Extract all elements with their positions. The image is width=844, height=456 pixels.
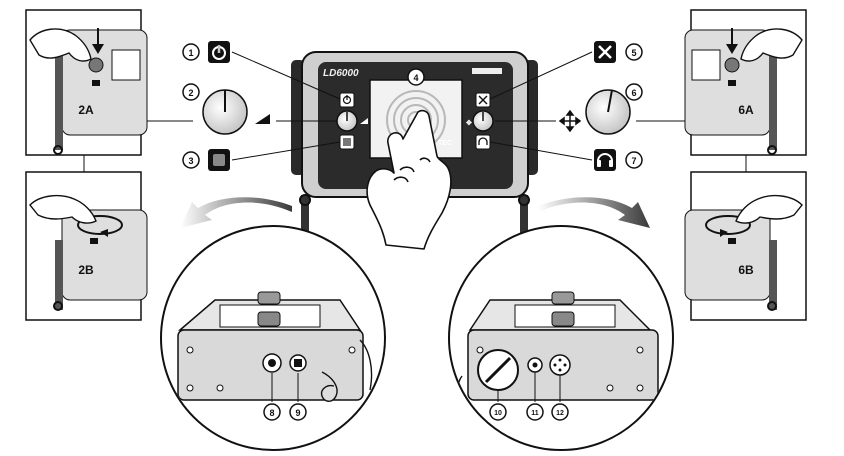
callout-10: 10 [494,410,502,417]
headphones-icon [597,153,613,167]
callout-12: 12 [556,410,564,417]
inset-label-6A: 6A [738,103,754,117]
inset-bottom-right: 6B [684,171,807,321]
callouts-right: 5 6 7 [489,41,762,171]
callout-1: 1 [188,48,193,58]
inset-label-2B: 2B [78,263,94,277]
callout-7: 7 [631,156,636,166]
callouts-left: 1 2 3 [85,41,341,171]
power-icon [212,45,226,60]
inset-bottom-left: 2B [25,171,148,321]
left-strap [301,195,309,255]
four-way-arrow-icon [558,109,582,133]
callout-9: 9 [295,408,300,418]
callout-3: 3 [188,156,193,166]
curved-arrow-right [538,197,650,228]
brand-badge [472,68,502,74]
callout-5: 5 [631,48,636,58]
callout-6: 6 [631,88,636,98]
multi-pin-connector[interactable] [549,354,571,376]
port-cap [320,371,338,402]
device-pan-icon: ✥ [466,119,472,127]
detail-circle-right: 10 11 12 [448,225,674,451]
callout-2: 2 [188,88,193,98]
square-button-icon [213,154,225,166]
pointing-hand [366,109,452,250]
callout-4: 4 [413,73,418,83]
inset-label-6B: 6B [738,263,754,277]
volume-wedge-icon [255,114,270,124]
device-volume-wedge-icon [360,118,368,124]
rotate-arrow-icon-right [705,215,751,235]
device-logo: TEC [438,140,452,147]
callout-11: 11 [531,410,539,417]
right-strap [520,195,528,255]
rotate-arrow-icon [77,215,123,235]
close-x-icon [598,45,612,59]
device-brand: LD6000 [323,68,359,79]
inset-top-left: 2A [25,9,148,156]
callout-8: 8 [269,408,274,418]
inset-label-2A: 2A [78,103,94,117]
detail-circle-left: 8 9 [160,225,386,451]
inset-top-right: 6A [684,9,807,156]
device-headphones-button[interactable] [475,134,491,150]
curved-arrow-left [180,197,292,228]
